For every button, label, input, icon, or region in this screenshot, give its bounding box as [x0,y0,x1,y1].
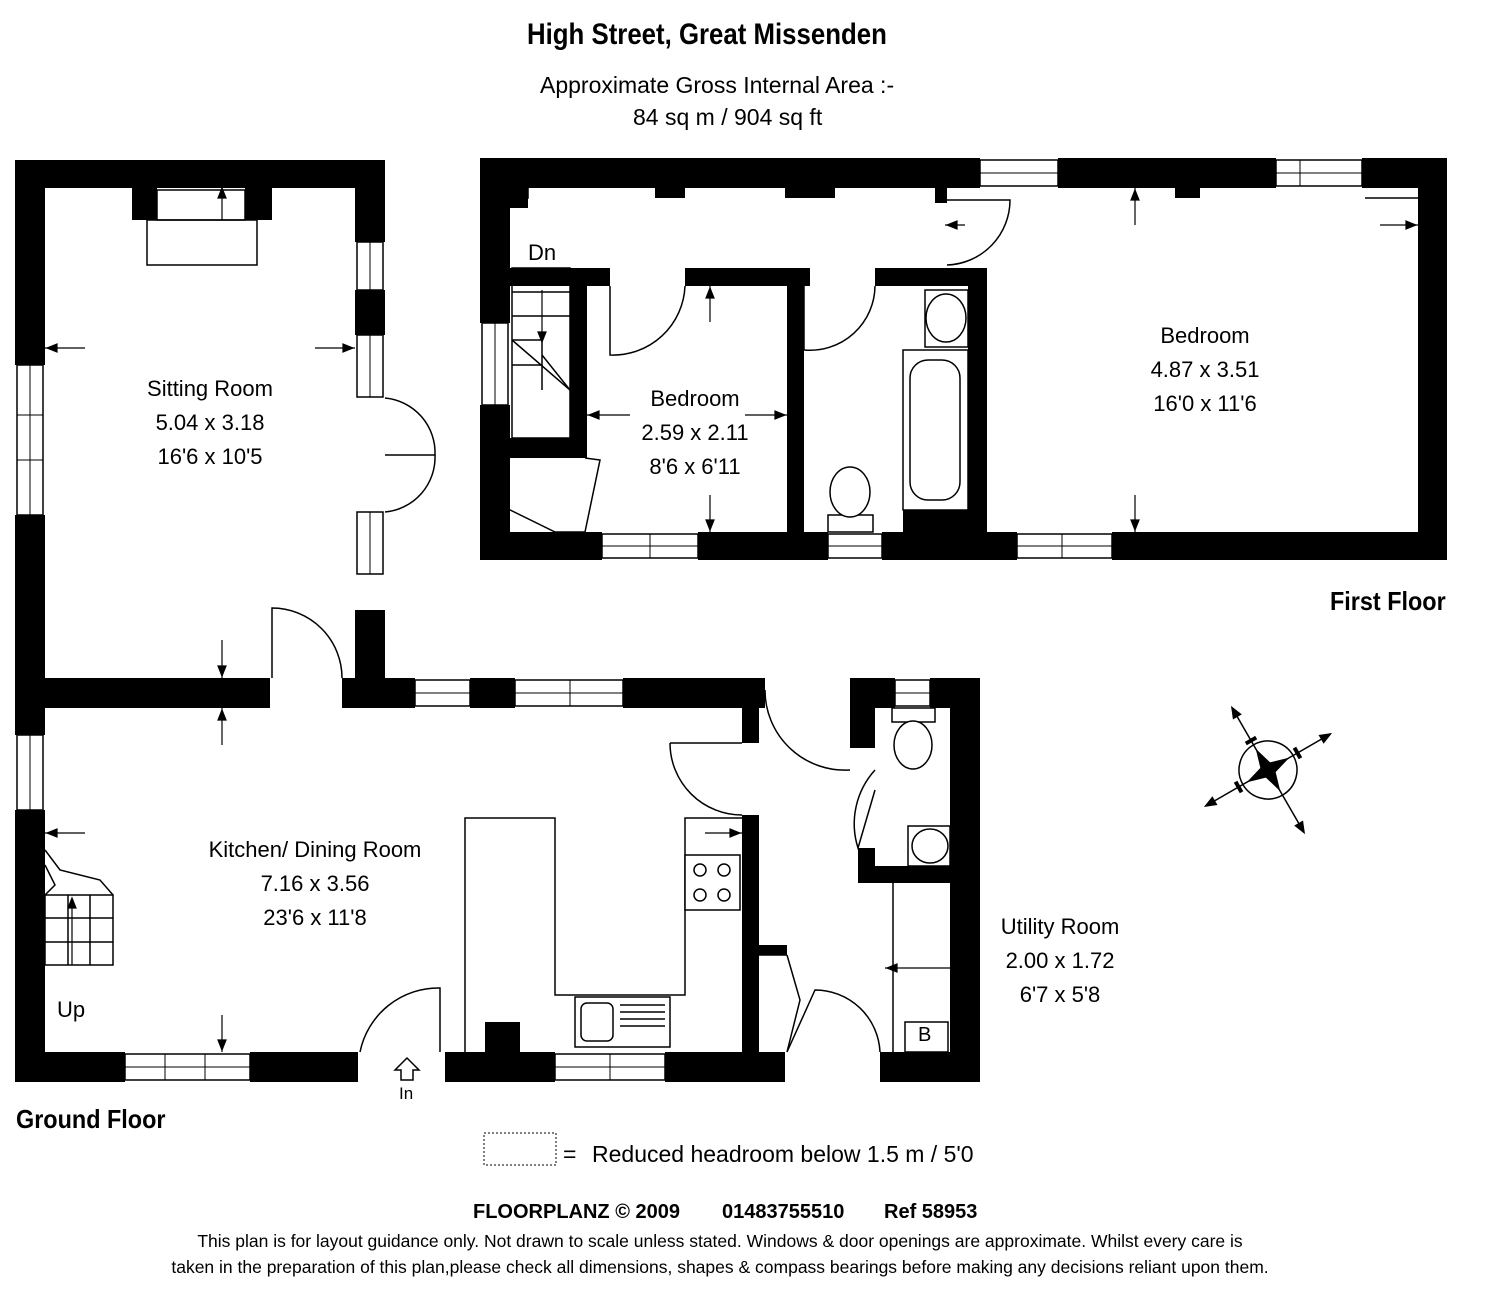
room-dimensions-imperial: 16'6 x 10'5 [157,444,263,469]
room-dimensions-imperial: 8'6 x 6'11 [649,454,741,479]
first-floor-label: First Floor [1330,586,1446,616]
first-floor-walls [480,158,1447,560]
entrance-label: In [399,1084,414,1103]
room-label-bedroom-small: Bedroom 2.59 x 2.11 8'6 x 6'11 [610,382,780,484]
disclaimer-line-2: taken in the preparation of this plan,pl… [171,1257,1269,1277]
room-dimensions-imperial: 6'7 x 5'8 [1019,982,1101,1007]
room-label-bedroom-large: Bedroom 4.87 x 3.51 16'0 x 11'6 [1120,319,1290,421]
stairs-up-label: Up [57,997,86,1022]
room-dimensions-metric: 7.16 x 3.56 [260,871,370,896]
area-value: 84 sq m / 904 sq ft [633,104,823,130]
fixtures [574,289,969,1048]
room-label-sitting: Sitting Room 5.04 x 3.18 16'6 x 10'5 [120,372,300,474]
legend-text: Reduced headroom below 1.5 m / 5'0 [592,1141,974,1167]
room-name: Utility Room [1000,914,1120,939]
room-name: Bedroom [650,386,740,411]
compass-icon [1203,705,1333,835]
boiler-label: B [918,1024,932,1046]
room-label-kitchen: Kitchen/ Dining Room 7.16 x 3.56 23'6 x … [190,833,440,935]
windows [16,159,1363,1081]
room-dimensions-metric: 2.00 x 1.72 [1005,948,1115,973]
area-label: Approximate Gross Internal Area :- [540,72,895,98]
legend-equals: = [563,1141,577,1167]
room-dimensions-imperial: 16'0 x 11'6 [1153,391,1257,416]
plan-title: High Street, Great Missenden [527,18,887,51]
interior-lines [44,188,1418,1053]
door-swings [271,199,1011,1053]
dimension-arrows [45,185,1418,1052]
room-name: Bedroom [1160,323,1250,348]
footer-ref: Ref 58953 [884,1201,978,1223]
entrance-arrow [393,1056,421,1081]
room-dimensions-metric: 2.59 x 2.11 [641,420,749,445]
ground-floor-walls [15,160,980,1082]
room-dimensions-imperial: 23'6 x 11'8 [263,905,367,930]
room-label-utility: Utility Room 2.00 x 1.72 6'7 x 5'8 [985,910,1135,1012]
room-name: Kitchen/ Dining Room [208,837,422,862]
room-dimensions-metric: 4.87 x 3.51 [1150,357,1260,382]
room-name: Sitting Room [147,376,273,401]
footer-phone: 01483755510 [722,1201,845,1223]
footer-company: FLOORPLANZ © 2009 [473,1201,680,1223]
room-dimensions-metric: 5.04 x 3.18 [155,410,265,435]
reduced-headroom-swatch [483,1132,557,1166]
window-glazing-lines [17,160,1362,1080]
ground-floor-label: Ground Floor [16,1104,166,1134]
disclaimer-line-1: This plan is for layout guidance only. N… [197,1231,1243,1251]
stairs-down-label: Dn [528,240,557,265]
